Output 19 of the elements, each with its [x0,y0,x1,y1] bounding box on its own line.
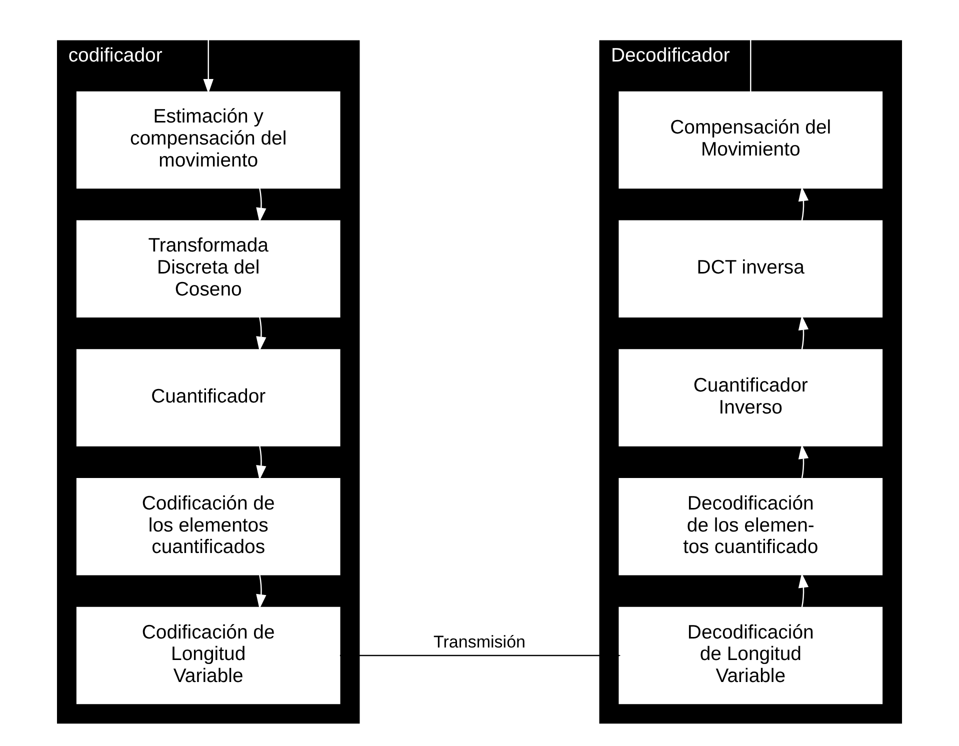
node-box: DCT inversa [618,220,883,318]
arrow [256,446,266,480]
node-box: Compensación del Movimiento [618,91,883,189]
node-box: Codificación de los elementos cuantificados [76,478,340,576]
node-box: Decodificación de Longitud Variable [618,606,883,704]
arrow [798,444,809,478]
node-box: Cuantificador [76,349,340,446]
arrow [256,574,266,609]
node-box: Decodificación de los elemen- tos cuantificado [618,478,883,576]
arrow [798,315,809,350]
node-box: Cuantificador Inverso [618,349,883,446]
node-box: Transformada Discreta del Coseno [76,220,340,318]
arrow [798,186,809,221]
node-box: Codificación de Longitud Variable [76,606,340,704]
node-box: Estimación y compensación del movimiento [76,91,340,189]
arrow [256,317,266,352]
arrow [256,188,266,222]
edge-label: Transmisión [433,632,526,652]
arrow [798,573,809,608]
